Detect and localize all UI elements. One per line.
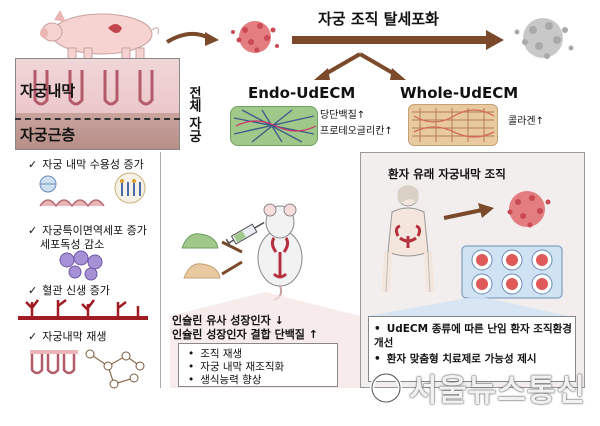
- regeneration-icon: [30, 349, 145, 389]
- whole-note-collagen: 콜라겐↑: [508, 116, 544, 127]
- whole-gel-icon: [183, 263, 221, 279]
- split-arrow-icon: [314, 52, 406, 80]
- injection-arrows-icon: [221, 240, 243, 276]
- decell-arrow-icon: [292, 30, 504, 50]
- effect-angiogenesis: 혈관 신생 증가: [28, 282, 110, 298]
- pig-icon: [40, 10, 159, 60]
- endo-udecm-label: Endo-UdECM: [248, 84, 356, 102]
- factor-igf: 인슐린 유사 성장인자 ↓: [172, 314, 284, 327]
- effect-receptivity: 자궁 내막 수용성 증가: [28, 156, 144, 172]
- factor-igfbp: 인슐린 성장인자 결합 단백질 ↑: [172, 328, 318, 341]
- receptivity-icon: [39, 172, 146, 208]
- plate-callout-icon: [368, 296, 568, 316]
- layer-divider: [15, 118, 180, 120]
- effect-regeneration: 자궁내막 재생: [28, 328, 106, 344]
- immune-cells-icon: [59, 250, 103, 281]
- whole-fiber-icon: [412, 108, 495, 142]
- whole-udecm-label: Whole-UdECM: [400, 84, 519, 102]
- patient-tissue-icon: [507, 191, 551, 228]
- whole-uterus-label: 전체 자궁: [186, 86, 201, 143]
- watermark-logo: 서울뉴스통신: [369, 365, 586, 410]
- blood-vessel-icon: [18, 299, 148, 320]
- conclusion-personalized: 환자 맞춤형 치료제로 가능성 제시: [374, 352, 574, 366]
- endo-fiber-icon: [233, 109, 317, 143]
- effect-immune-cells: 자궁특이면역세포 증가: [28, 222, 147, 238]
- endometrial-glands-icon: [33, 70, 154, 106]
- myometrium-label: 자궁근층: [20, 126, 76, 144]
- tissue-cluster-icon: [231, 21, 279, 53]
- result-reorganization: 자궁 내막 재조직화: [188, 359, 284, 374]
- endo-note-glycoprotein: 당단백질↑: [320, 110, 366, 121]
- arrow-icon: [165, 31, 219, 46]
- well-plate-icon: [461, 245, 563, 299]
- process-title: 자궁 조직 탈세포화: [318, 10, 439, 28]
- rat-icon: [257, 203, 303, 301]
- endo-note-proteoglycan: 프로테오글리칸↑: [320, 126, 393, 137]
- result-regeneration: 조직 재생: [188, 346, 242, 361]
- endometrium-label: 자궁내막: [20, 82, 76, 100]
- result-fertility: 생식능력 향상: [188, 372, 261, 387]
- syringe-icon: [225, 221, 265, 248]
- right-title: 환자 유래 자궁내막 조직: [388, 167, 506, 181]
- conclusion-improvement: UdECM 종류에 따른 난임 환자 조직환경 개선: [374, 322, 574, 350]
- middle-divider: [160, 152, 161, 388]
- patient-figure-icon: [382, 185, 434, 293]
- endo-gel-icon: [181, 233, 219, 249]
- watermark-icon: [369, 371, 402, 404]
- effect-cytotoxicity: 세포독성 감소: [40, 238, 105, 251]
- decellularized-scaffold-icon: [514, 18, 574, 59]
- patient-arrow-icon: [443, 203, 494, 220]
